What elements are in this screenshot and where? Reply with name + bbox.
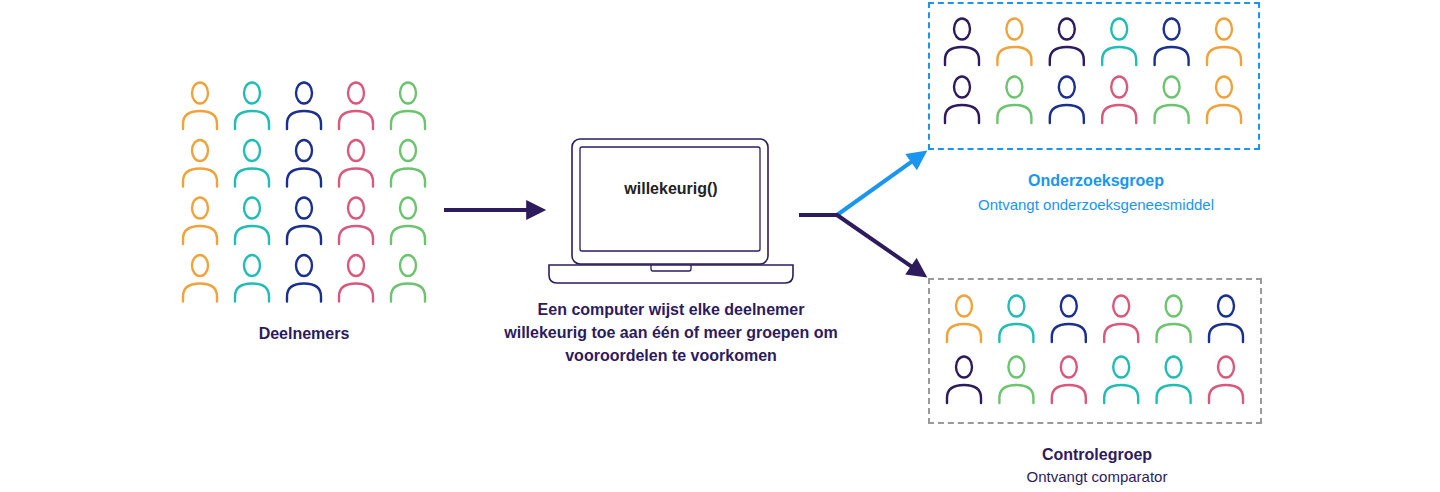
- person-icon: [1209, 296, 1243, 343]
- person-icon: [1050, 19, 1084, 66]
- person-icon: [1052, 357, 1086, 404]
- person-icon: [1050, 77, 1084, 124]
- person-icon: [1102, 77, 1136, 124]
- person-icon: [1157, 296, 1191, 343]
- person-icon: [1207, 77, 1241, 124]
- group-subtitle: Ontvangt onderzoeksgeneesmiddel: [910, 194, 1282, 216]
- laptop-outline: [547, 138, 795, 285]
- person-icon: [287, 198, 321, 245]
- person-icon: [287, 140, 321, 187]
- person-icon: [183, 255, 217, 302]
- person-icon: [391, 198, 425, 245]
- person-icon: [235, 83, 269, 130]
- group-box: OnderzoeksgroepOntvangt onderzoeksgenees…: [928, 2, 1260, 150]
- function-label: willekeurig(): [547, 178, 795, 200]
- person-icon: [1209, 357, 1243, 404]
- person-icon: [945, 19, 979, 66]
- participants-group: Deelnemers: [164, 70, 444, 345]
- flow-arrow: [799, 215, 921, 273]
- person-icon: [391, 255, 425, 302]
- person-icon: [339, 198, 373, 245]
- person-icon: [339, 83, 373, 130]
- flow-arrow: [799, 155, 921, 215]
- person-icon: [945, 77, 979, 124]
- person-icon: [1102, 19, 1136, 66]
- person-icon: [947, 296, 981, 343]
- person-icon: [1155, 77, 1189, 124]
- group-heading: Onderzoeksgroep: [910, 170, 1282, 192]
- person-icon: [183, 198, 217, 245]
- person-icon: [235, 255, 269, 302]
- person-icon: [1104, 296, 1138, 343]
- person-icon: [1157, 357, 1191, 404]
- group-box: ControlegroepOntvangt comparator: [928, 278, 1262, 424]
- person-icon: [999, 357, 1033, 404]
- person-icon: [287, 255, 321, 302]
- person-icon: [999, 296, 1033, 343]
- laptop: willekeurig()Een computer wijst elke dee…: [547, 138, 795, 285]
- person-icon: [1155, 19, 1189, 66]
- flow-arrow: [444, 208, 539, 212]
- person-icon: [339, 140, 373, 187]
- person-icon: [391, 83, 425, 130]
- caption-text: Een computer wijst elke deelnemer willek…: [501, 298, 841, 367]
- person-icon: [1207, 19, 1241, 66]
- person-icon: [339, 255, 373, 302]
- person-icon: [183, 83, 217, 130]
- person-icon: [235, 140, 269, 187]
- person-icon: [235, 198, 269, 245]
- person-icon: [997, 19, 1031, 66]
- group-heading: Controlegroep: [910, 444, 1284, 466]
- person-icon: [947, 357, 981, 404]
- person-icon: [391, 140, 425, 187]
- group-subtitle: Ontvangt comparator: [910, 466, 1284, 488]
- person-icon: [997, 77, 1031, 124]
- person-icon: [183, 140, 217, 187]
- person-icon: [1052, 296, 1086, 343]
- person-icon: [287, 83, 321, 130]
- group-label: Deelnemers: [259, 323, 350, 345]
- person-icon: [1104, 357, 1138, 404]
